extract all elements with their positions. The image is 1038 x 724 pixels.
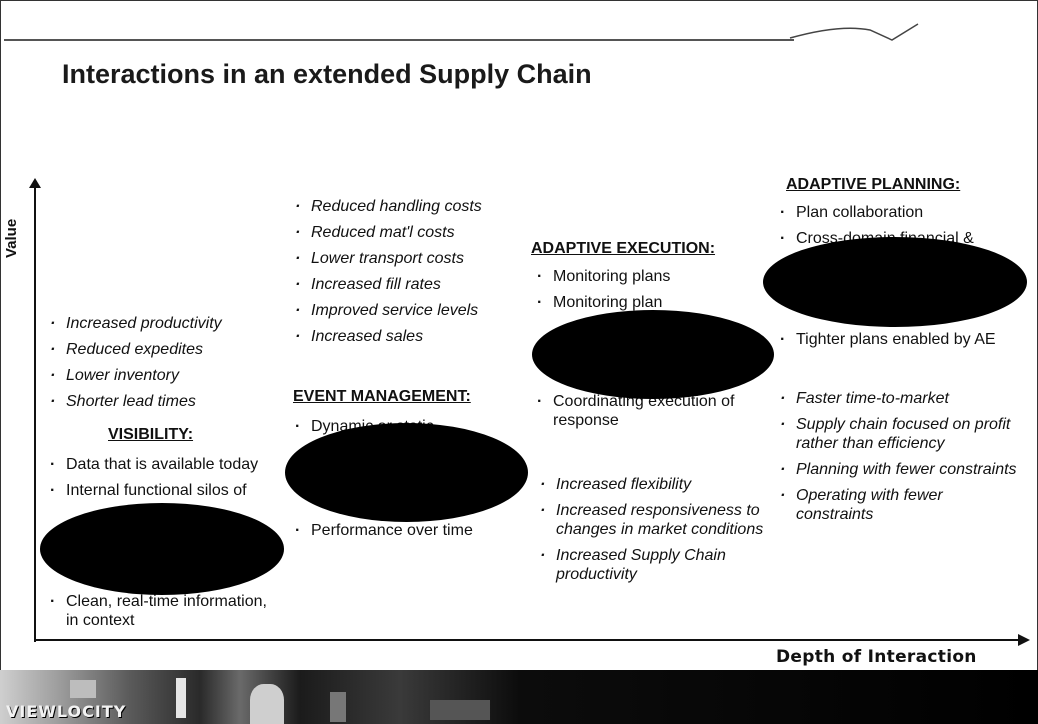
visibility-items-list-end: Clean, real-time information, in context bbox=[48, 592, 280, 637]
list-item: Operating with fewer constraints bbox=[778, 486, 1018, 524]
event-management-heading: EVENT MANAGEMENT: bbox=[293, 388, 471, 405]
event-management-benefits-list: Reduced handling costs Reduced mat'l cos… bbox=[293, 197, 533, 353]
event-management-items-list-end: Performance over time bbox=[293, 521, 533, 547]
list-item: Monitoring plan bbox=[535, 293, 765, 312]
photo-detail bbox=[70, 680, 96, 698]
visibility-heading: VISIBILITY: bbox=[108, 426, 194, 443]
x-axis-line bbox=[34, 639, 1022, 641]
list-item: Clean, real-time information, in context bbox=[48, 592, 280, 630]
list-item: Data that is available today bbox=[48, 455, 280, 474]
list-item: Increased Supply Chain productivity bbox=[538, 546, 778, 584]
list-item: Plan collaboration bbox=[778, 203, 1018, 222]
adaptive-planning-benefits-list: Faster time-to-market Supply chain focus… bbox=[778, 389, 1018, 531]
list-item: Internal functional silos of bbox=[48, 481, 280, 500]
list-item: Planning with fewer constraints bbox=[778, 460, 1018, 479]
list-item: Reduced expedites bbox=[48, 340, 278, 359]
redaction-blot bbox=[763, 237, 1027, 327]
list-item: Monitoring plans bbox=[535, 267, 765, 286]
adaptive-execution-benefits-list: Increased flexibility Increased responsi… bbox=[538, 475, 778, 591]
list-item: Improved service levels bbox=[293, 301, 533, 320]
list-item: Coordinating execution of response bbox=[535, 392, 765, 430]
y-axis-label: Value bbox=[3, 218, 20, 258]
y-axis-arrow-icon bbox=[29, 178, 41, 188]
list-item: Increased flexibility bbox=[538, 475, 778, 494]
photo-detail bbox=[250, 684, 284, 724]
visibility-items-list: Data that is available today Internal fu… bbox=[48, 455, 280, 507]
adaptive-planning-items-list-end: Tighter plans enabled by AE bbox=[778, 330, 1008, 356]
adaptive-execution-items-list: Monitoring plans Monitoring plan bbox=[535, 267, 765, 319]
list-item: Reduced handling costs bbox=[293, 197, 533, 216]
list-item: Increased productivity bbox=[48, 314, 278, 333]
list-item: Faster time-to-market bbox=[778, 389, 1018, 408]
list-item: Lower inventory bbox=[48, 366, 278, 385]
list-item: Reduced mat'l costs bbox=[293, 223, 533, 242]
redaction-blot bbox=[40, 503, 284, 595]
adaptive-execution-heading: ADAPTIVE EXECUTION: bbox=[531, 240, 716, 257]
list-item: Performance over time bbox=[293, 521, 533, 540]
y-axis-line bbox=[34, 186, 36, 642]
slide-title: Interactions in an extended Supply Chain bbox=[62, 59, 592, 89]
footer-banner: VIEWLOCITY bbox=[0, 670, 1038, 724]
photo-detail bbox=[330, 692, 346, 722]
adaptive-execution-items-list-end: Coordinating execution of response bbox=[535, 392, 765, 437]
visibility-benefits-list: Increased productivity Reduced expedites… bbox=[48, 314, 278, 418]
list-item: Tighter plans enabled by AE bbox=[778, 330, 1008, 349]
x-axis-arrow-icon bbox=[1018, 634, 1030, 646]
list-item: Shorter lead times bbox=[48, 392, 278, 411]
redaction-blot bbox=[532, 310, 774, 399]
x-axis-label: Depth of Interaction bbox=[776, 647, 977, 667]
list-item: Increased responsiveness to changes in m… bbox=[538, 501, 778, 539]
viewlocity-logo: VIEWLOCITY bbox=[6, 702, 127, 721]
photo-detail bbox=[176, 678, 186, 718]
list-item: Supply chain focused on profit rather th… bbox=[778, 415, 1018, 453]
list-item: Lower transport costs bbox=[293, 249, 533, 268]
adaptive-planning-heading: ADAPTIVE PLANNING: bbox=[786, 176, 961, 193]
list-item: Increased sales bbox=[293, 327, 533, 346]
list-item: Increased fill rates bbox=[293, 275, 533, 294]
header-divider bbox=[4, 39, 794, 41]
swoosh-decoration bbox=[789, 23, 919, 41]
redaction-blot bbox=[285, 423, 528, 522]
photo-detail bbox=[430, 700, 490, 720]
